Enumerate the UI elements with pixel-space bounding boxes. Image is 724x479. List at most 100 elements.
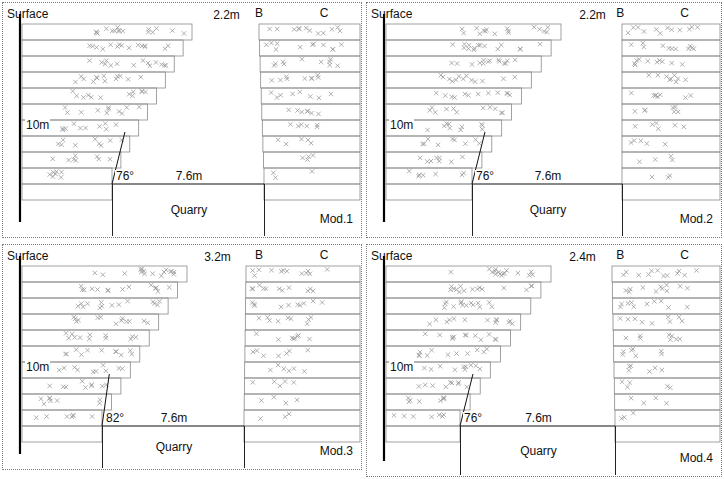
rock-layer <box>264 168 360 184</box>
slope-angle: 76° <box>115 170 135 182</box>
scale-bar <box>19 14 21 222</box>
rock-layer <box>22 314 159 330</box>
gap-dimension: 3.2m <box>203 251 232 263</box>
gap-dimension: 2.2m <box>212 9 241 21</box>
rock-layer <box>622 168 720 184</box>
rock-layer <box>246 282 360 298</box>
rock-layer <box>22 104 148 120</box>
rock-layer <box>22 298 168 314</box>
failure-marks <box>407 25 700 180</box>
rock-layer <box>386 72 531 88</box>
rock-layer <box>244 378 360 394</box>
slope-angle: 76° <box>463 412 483 424</box>
rock-layer <box>613 298 720 314</box>
slope-angle: 76° <box>475 170 495 182</box>
rock-layer <box>264 184 360 200</box>
rock-layer <box>22 24 192 40</box>
layer-label: B <box>255 249 263 261</box>
rock-layer <box>245 330 360 346</box>
rock-layer <box>386 104 512 120</box>
surface-label: Surface <box>7 250 48 262</box>
layer-label: B <box>255 7 263 19</box>
failure-marks <box>48 25 344 180</box>
scale-bar <box>383 14 385 222</box>
panel-drawing <box>384 14 720 222</box>
rock-layer <box>613 314 720 330</box>
rock-layer <box>386 168 472 184</box>
rock-layer <box>245 362 360 378</box>
model-panel: Mod.4QuarrySurfaceBC2.4m10m76°7.6m <box>366 244 722 477</box>
rock-layer <box>22 184 112 200</box>
slope-angle: 82° <box>105 412 125 424</box>
rock-layer <box>22 410 102 426</box>
quarry-box: Quarry <box>472 184 623 236</box>
quarry-label: Quarry <box>171 204 208 216</box>
failure-marks <box>34 267 329 421</box>
rock-layer <box>386 88 521 104</box>
rock-layer <box>386 56 541 72</box>
rock-layer <box>386 426 460 442</box>
surface-label: Surface <box>371 250 412 262</box>
model-label: Mod.3 <box>320 445 353 457</box>
height-dimension: 10m <box>25 119 50 131</box>
layer-label: C <box>680 249 689 261</box>
layer-label: C <box>320 249 329 261</box>
rock-layer <box>386 330 511 346</box>
rock-layer <box>386 40 551 56</box>
height-dimension: 10m <box>25 361 50 373</box>
rock-layer <box>622 136 720 152</box>
rock-layer <box>246 266 360 282</box>
rock-layer <box>245 314 360 330</box>
rock-layer <box>622 104 720 120</box>
width-dimension: 7.6m <box>524 412 553 424</box>
panel-drawing <box>20 256 360 454</box>
rock-layer <box>262 120 360 136</box>
height-dimension: 10m <box>389 361 414 373</box>
width-dimension: 7.6m <box>534 170 563 182</box>
rock-layer <box>622 152 720 168</box>
rock-layer <box>613 330 720 346</box>
quarry-label: Quarry <box>530 204 567 216</box>
model-panel: Mod.2QuarrySurfaceBC2.2m10m76°7.6m <box>366 2 722 238</box>
quarry-box: Quarry <box>112 184 265 236</box>
rock-layer <box>22 72 165 88</box>
rock-layer <box>386 152 482 168</box>
rock-layer <box>386 298 531 314</box>
rock-layer <box>622 72 720 88</box>
panel-drawing <box>384 256 720 461</box>
quarry-box: Quarry <box>460 426 616 475</box>
gap-dimension: 2.2m <box>578 9 607 21</box>
rock-layer <box>622 88 720 104</box>
height-dimension: 10m <box>389 119 414 131</box>
rock-layer <box>22 136 130 152</box>
model-panel: Mod.3 Quarry Surface B C 3.2m 10m 82° 7.6m <box>2 244 362 470</box>
layer-label: C <box>320 7 329 19</box>
rock-layer <box>386 314 521 330</box>
model-panel: Mod.1QuarrySurfaceBC2.2m10m76°7.6m <box>2 2 362 238</box>
rock-layer <box>244 394 360 410</box>
rock-layer <box>615 410 720 426</box>
rock-layer <box>246 298 360 314</box>
width-dimension: 7.6m <box>160 412 189 424</box>
surface-label: Surface <box>7 8 48 20</box>
rock-layer <box>22 152 121 168</box>
rock-layer <box>244 426 360 442</box>
rock-layer <box>386 410 460 426</box>
quarry-label: Quarry <box>520 445 557 457</box>
rock-layer <box>386 394 470 410</box>
rock-layer <box>386 346 500 362</box>
model-label: Mod.1 <box>320 213 353 225</box>
scale-bar <box>19 256 21 454</box>
rock-layer <box>22 378 121 394</box>
rock-layer <box>22 426 102 442</box>
surface-label: Surface <box>371 8 412 20</box>
model-label: Mod.4 <box>680 452 713 464</box>
model-label: Mod.2 <box>680 213 713 225</box>
quarry-label: Quarry <box>156 441 193 453</box>
rock-layer <box>386 184 472 200</box>
rock-layer <box>259 24 360 40</box>
failure-marks <box>392 267 699 421</box>
rock-layer <box>386 266 551 282</box>
rock-layer <box>22 168 112 184</box>
